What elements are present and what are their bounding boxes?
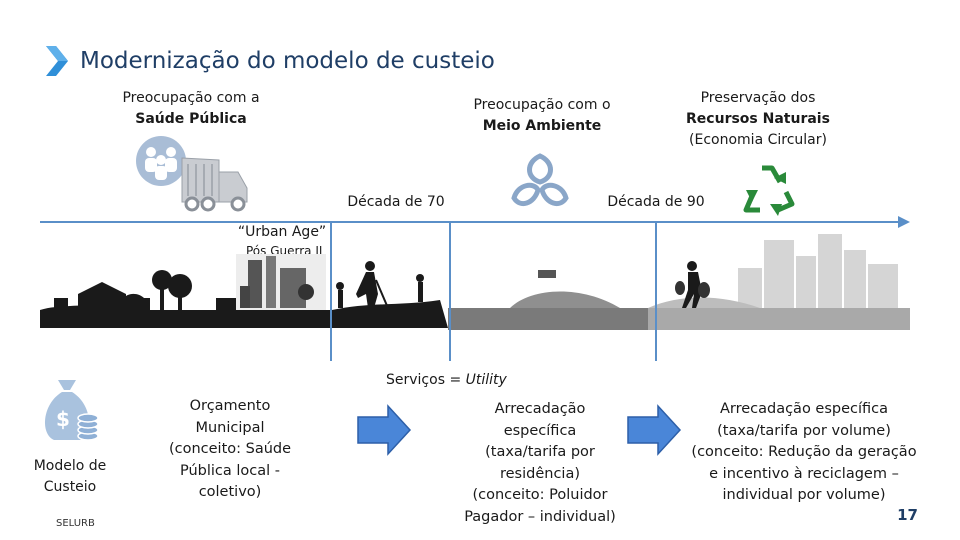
walker-with-bags: [675, 261, 710, 308]
urban-age-label: “Urban Age”: [237, 224, 327, 240]
bulldozer: [538, 270, 556, 278]
environment-leaves-icon: [511, 153, 569, 207]
budget-model-text: Orçamento Municipal (conceito: Saúde Púb…: [168, 398, 292, 500]
logo-icon: [46, 46, 68, 76]
slide-title: Modernização do modelo de custeio: [80, 48, 495, 74]
concern-health: Preocupação com a Saúde Pública: [122, 90, 260, 127]
residence-fee-text: Arrecadação específica (taxa/tarifa por …: [464, 401, 616, 525]
concern-environment: Preocupação com o Meio Ambiente: [473, 97, 611, 134]
landfill-mound: [510, 291, 620, 308]
decade-70-label: Década de 70: [347, 194, 445, 210]
divider-line: [449, 221, 451, 361]
concern-resources: Preservação dos Recursos Naturais (Econo…: [686, 90, 830, 148]
factory-illustration: [236, 254, 326, 310]
divider-line: [655, 221, 657, 361]
services-utility-label: Serviços = Utility: [386, 372, 507, 388]
svg-text:$: $: [56, 407, 70, 431]
arrow-right-icon: [627, 404, 682, 456]
workers-silhouette: [332, 261, 448, 328]
garbage-truck-icon: [136, 136, 248, 212]
money-bag-icon: $: [44, 380, 99, 441]
ground-modern: [648, 308, 910, 330]
cost-model-label: Modelo de Custeio: [33, 458, 107, 495]
farm-silhouette: [40, 270, 332, 328]
landscape-illustration: [40, 234, 910, 330]
arrow-right-icon: [357, 404, 412, 456]
recycle-icon: [743, 165, 795, 216]
page-number: 17: [897, 506, 918, 524]
decade-90-label: Década de 90: [607, 194, 705, 210]
selurb-brand: SELURB: [56, 518, 95, 529]
timeline-arrow: [40, 216, 910, 228]
volume-fee-text: Arrecadação específica (taxa/tarifa por …: [691, 401, 917, 503]
ground-landfill: [448, 308, 648, 330]
city-skyline: [738, 234, 898, 308]
divider-line: [330, 221, 332, 361]
